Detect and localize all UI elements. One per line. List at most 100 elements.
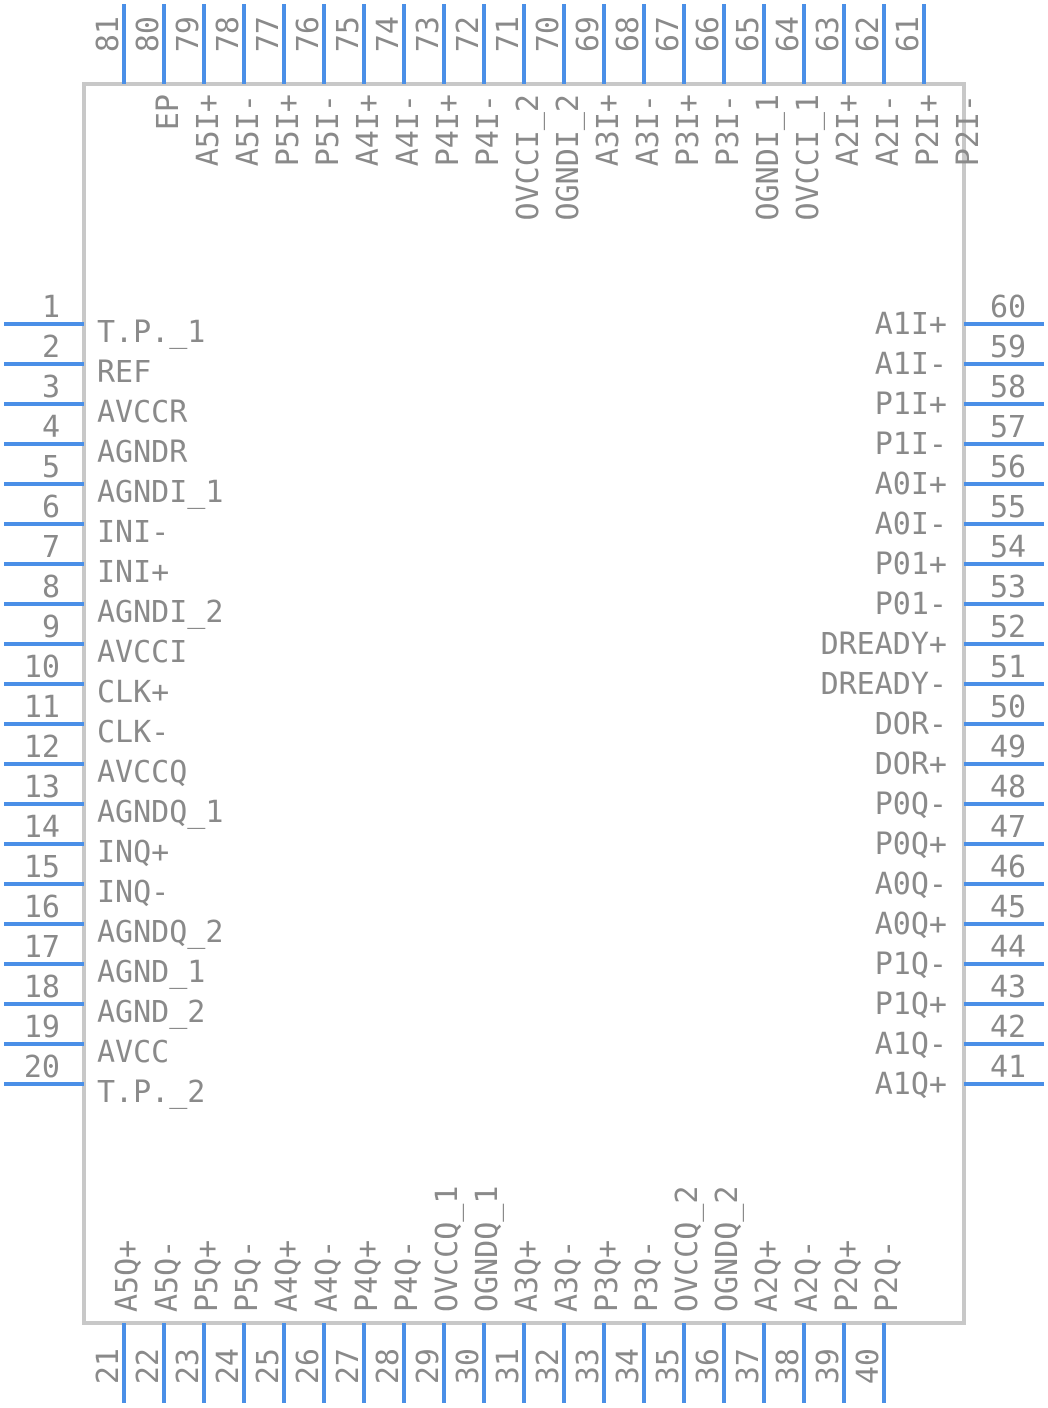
pin-70-number: 70 bbox=[531, 16, 566, 52]
bottom-pin-group: 21A5Q+22A5Q-23P5Q+24P5Q-25A4Q+26A4Q-27P4… bbox=[91, 1186, 905, 1403]
pin-12-label: AVCCQ bbox=[97, 755, 187, 790]
pin-34-label: P3Q- bbox=[630, 1240, 665, 1312]
pin-46-number: 46 bbox=[990, 850, 1026, 885]
pin-4-label: AGNDR bbox=[97, 435, 188, 470]
pin-37-number: 37 bbox=[731, 1348, 766, 1384]
pin-39-label: P2Q+ bbox=[830, 1240, 865, 1312]
pin-56-label: A0I+ bbox=[875, 467, 947, 502]
pin-64-number: 64 bbox=[771, 16, 806, 52]
pin-79-label: A5I- bbox=[231, 94, 266, 166]
pin-17-label: AGND_1 bbox=[97, 955, 205, 990]
pin-71-label: OGNDI_2 bbox=[551, 94, 586, 220]
pin-80-label: A5I+ bbox=[191, 94, 226, 166]
pin-17-number: 17 bbox=[24, 930, 60, 965]
pin-80-number: 80 bbox=[131, 16, 166, 52]
pin-54-number: 54 bbox=[990, 530, 1026, 565]
pin-30-label: OGNDQ_1 bbox=[470, 1186, 505, 1312]
pin-63-number: 63 bbox=[811, 16, 846, 52]
pin-3-label: AVCCR bbox=[97, 395, 188, 430]
pin-30-number: 30 bbox=[451, 1348, 486, 1384]
pin-10-label: CLK+ bbox=[97, 675, 169, 710]
pin-26-label: A4Q- bbox=[310, 1240, 345, 1312]
pin-33-label: P3Q+ bbox=[590, 1240, 625, 1312]
pin-14-number: 14 bbox=[24, 810, 60, 845]
pin-62-label: P2I+ bbox=[911, 94, 946, 166]
pin-15-number: 15 bbox=[24, 850, 60, 885]
pin-13-number: 13 bbox=[24, 770, 60, 805]
pin-40-label: P2Q- bbox=[870, 1240, 905, 1312]
pin-71-number: 71 bbox=[491, 16, 526, 52]
pin-23-number: 23 bbox=[171, 1348, 206, 1384]
pin-51-label: DREADY- bbox=[821, 667, 947, 702]
pin-35-label: OVCCQ_2 bbox=[670, 1186, 705, 1312]
pin-37-label: A2Q+ bbox=[750, 1240, 785, 1312]
pin-1-label: T.P._1 bbox=[97, 315, 205, 350]
pin-72-label: OVCCI_2 bbox=[511, 94, 546, 220]
pin-55-number: 55 bbox=[990, 490, 1026, 525]
pin-73-number: 73 bbox=[411, 16, 446, 52]
pin-48-label: P0Q- bbox=[875, 787, 947, 822]
pin-8-label: AGNDI_2 bbox=[97, 595, 223, 630]
pin-6-label: INI- bbox=[97, 515, 169, 550]
pin-78-label: P5I+ bbox=[271, 94, 306, 166]
pin-74-label: P4I+ bbox=[431, 94, 466, 166]
pin-72-number: 72 bbox=[451, 16, 486, 52]
pin-38-label: A2Q- bbox=[790, 1240, 825, 1312]
pin-45-number: 45 bbox=[990, 890, 1026, 925]
pin-61-number: 61 bbox=[891, 16, 926, 52]
pin-22-label: A5Q- bbox=[150, 1240, 185, 1312]
pin-7-number: 7 bbox=[42, 530, 60, 565]
pin-6-number: 6 bbox=[42, 490, 60, 525]
pin-65-number: 65 bbox=[731, 16, 766, 52]
pin-13-label: AGNDQ_1 bbox=[97, 795, 223, 830]
pin-5-label: AGNDI_1 bbox=[97, 475, 223, 510]
pin-58-label: P1I+ bbox=[875, 387, 947, 422]
pin-42-label: A1Q- bbox=[875, 1027, 947, 1062]
pin-19-number: 19 bbox=[24, 1010, 60, 1045]
pin-5-number: 5 bbox=[42, 450, 60, 485]
pin-58-number: 58 bbox=[990, 370, 1026, 405]
pin-21-label: A5Q+ bbox=[110, 1240, 145, 1312]
pin-45-label: A0Q+ bbox=[875, 907, 947, 942]
top-pin-group: 81EP80A5I+79A5I-78P5I+77P5I-76A4I+75A4I-… bbox=[91, 4, 986, 220]
pin-12-number: 12 bbox=[24, 730, 60, 765]
pin-53-label: P01- bbox=[875, 587, 947, 622]
pin-77-number: 77 bbox=[251, 16, 286, 52]
pin-23-label: P5Q+ bbox=[190, 1240, 225, 1312]
pin-41-number: 41 bbox=[990, 1050, 1026, 1085]
pin-16-label: AGNDQ_2 bbox=[97, 915, 223, 950]
pin-62-number: 62 bbox=[851, 16, 886, 52]
pin-28-label: P4Q- bbox=[390, 1240, 425, 1312]
pin-36-label: OGNDQ_2 bbox=[710, 1186, 745, 1312]
pin-69-number: 69 bbox=[571, 16, 606, 52]
pin-39-number: 39 bbox=[811, 1348, 846, 1384]
pin-78-number: 78 bbox=[211, 16, 246, 52]
pin-14-label: INQ+ bbox=[97, 835, 169, 870]
pin-75-label: A4I- bbox=[391, 94, 426, 166]
pin-21-number: 21 bbox=[91, 1348, 126, 1384]
pin-65-label: OVCCI_1 bbox=[791, 94, 826, 220]
pin-15-label: INQ- bbox=[97, 875, 169, 910]
pin-42-number: 42 bbox=[990, 1010, 1026, 1045]
ic-body bbox=[82, 82, 966, 1325]
pin-48-number: 48 bbox=[990, 770, 1026, 805]
pin-75-number: 75 bbox=[331, 16, 366, 52]
pin-59-label: A1I- bbox=[875, 347, 947, 382]
pin-40-number: 40 bbox=[851, 1348, 886, 1384]
pin-25-label: A4Q+ bbox=[270, 1240, 305, 1312]
pin-63-label: A2I- bbox=[871, 94, 906, 166]
pin-31-label: A3Q+ bbox=[510, 1240, 545, 1312]
pin-69-label: A3I- bbox=[631, 94, 666, 166]
pin-77-label: P5I- bbox=[311, 94, 346, 166]
pin-36-number: 36 bbox=[691, 1348, 726, 1384]
pin-4-number: 4 bbox=[42, 410, 60, 445]
pin-26-number: 26 bbox=[291, 1348, 326, 1384]
pin-51-number: 51 bbox=[990, 650, 1026, 685]
pin-66-number: 66 bbox=[691, 16, 726, 52]
pin-46-label: A0Q- bbox=[875, 867, 947, 902]
left-pin-group: 1T.P._12REF3AVCCR4AGNDR5AGNDI_16INI-7INI… bbox=[4, 290, 223, 1110]
pin-79-number: 79 bbox=[171, 16, 206, 52]
pin-52-number: 52 bbox=[990, 610, 1026, 645]
pin-29-label: OVCCQ_1 bbox=[430, 1186, 465, 1312]
